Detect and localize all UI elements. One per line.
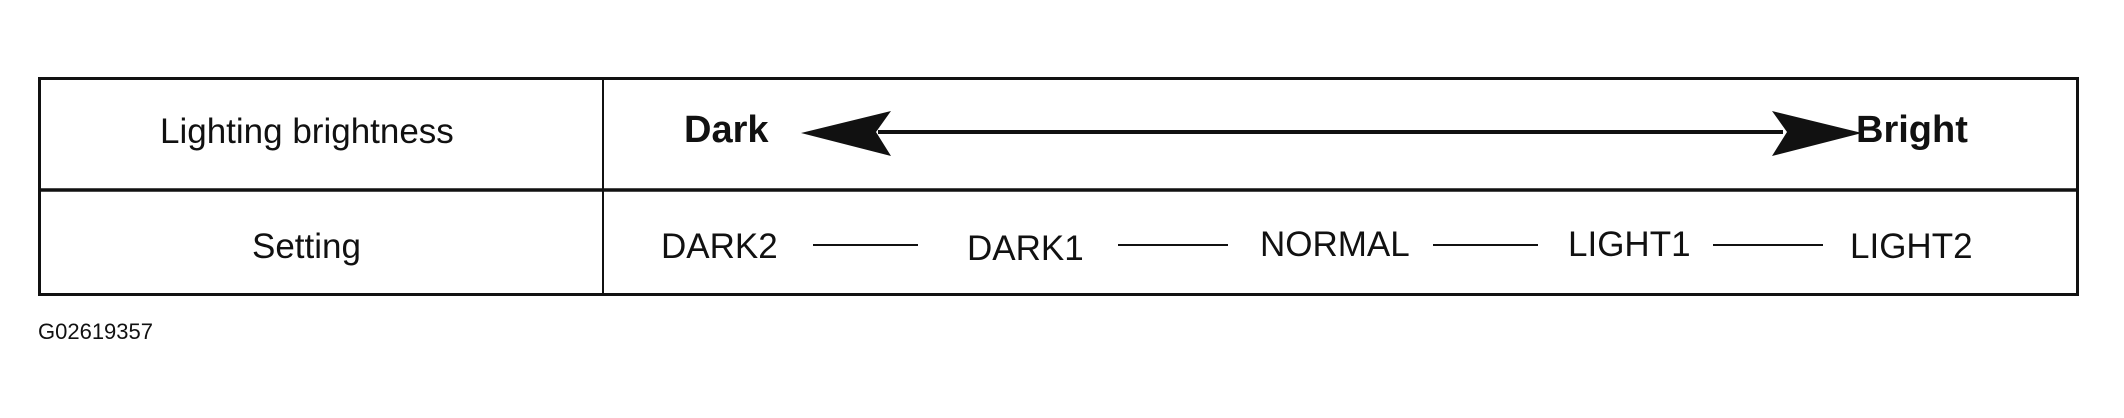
setting-normal: NORMAL	[1260, 225, 1410, 264]
row1-label: Lighting brightness	[160, 112, 454, 151]
setting-light2: LIGHT2	[1850, 227, 1973, 266]
dark-label: Dark	[684, 109, 769, 151]
row2-label: Setting	[252, 227, 361, 266]
setting-dark2: DARK2	[661, 227, 778, 266]
brightness-arrow	[801, 111, 1862, 156]
setting-dark1: DARK1	[967, 229, 1084, 268]
setting-light1: LIGHT1	[1568, 225, 1691, 264]
table-grid	[38, 77, 2079, 296]
brightness-table: Lighting brightness Setting Dark Bright …	[38, 77, 2079, 296]
table-border	[38, 77, 2079, 296]
arrow-right-head	[1772, 111, 1862, 156]
figure-id: G02619357	[38, 319, 153, 344]
bright-label: Bright	[1856, 109, 1968, 151]
arrow-left-head	[801, 111, 891, 156]
